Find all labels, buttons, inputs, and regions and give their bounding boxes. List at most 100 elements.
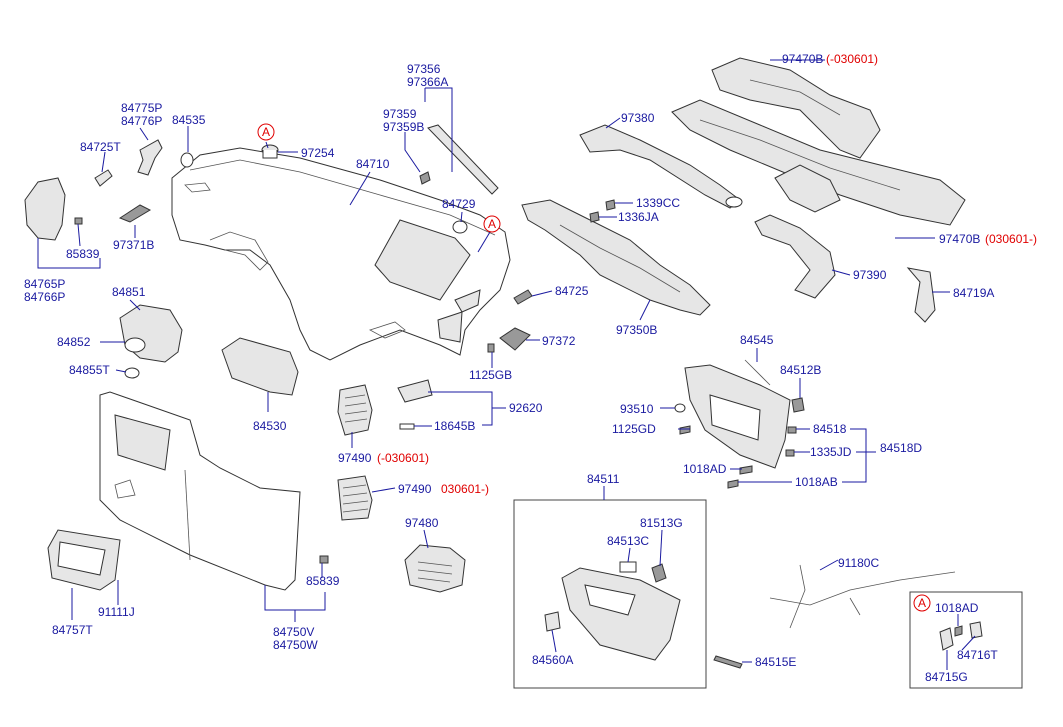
bumper-93510-drawing [674, 403, 686, 413]
cap-84535-drawing [180, 152, 194, 168]
vent-97480-drawing [404, 544, 466, 593]
label-84511: 84511 [587, 472, 620, 486]
duct-97470b-a-drawing [711, 57, 881, 159]
bolt-1018ad-a-drawing [739, 465, 753, 475]
lamp-92620-drawing [397, 379, 433, 403]
label-1339cc: 1339CC [636, 196, 680, 210]
clip-1335jd-drawing [785, 449, 795, 457]
label-91111j: 91111J [98, 605, 135, 619]
clip-84716t-drawing [969, 621, 983, 639]
label-97359b: 97359B [383, 120, 424, 134]
label-84725t: 84725T [80, 140, 121, 154]
label-92620: 92620 [509, 401, 543, 415]
label-84512b: 84512B [780, 363, 821, 377]
label-97366a: 97366A [407, 75, 448, 89]
hinge-84560a-drawing [544, 611, 561, 632]
clip-97359-drawing [419, 171, 431, 185]
tray-84757t-drawing [47, 529, 121, 591]
label-84513c: 84513C [607, 534, 649, 548]
vent-97490-a-drawing [337, 384, 373, 436]
label-97470b-b: 97470B [939, 232, 980, 246]
bracket-97350b-drawing [521, 199, 711, 316]
detail-a-frame [909, 591, 1023, 689]
label-84855t: 84855T [69, 363, 110, 377]
label-97490-b: 97490 [398, 482, 432, 496]
label-85839-a: 85839 [66, 247, 100, 261]
label-84776p: 84776P [121, 114, 162, 128]
clip-84518-drawing [787, 426, 797, 434]
label-97359: 97359 [383, 107, 417, 121]
vent-97490-b-drawing [337, 475, 373, 521]
label-1125gb: 1125GB [469, 368, 512, 382]
label-97356: 97356 [407, 62, 441, 76]
label-84725: 84725 [555, 284, 589, 298]
label-1125gd: 1125GD [612, 422, 656, 436]
label-97490-b-range: 030601-) [441, 482, 489, 496]
clip-84725-drawing [513, 289, 533, 305]
grille-97371b-drawing [118, 204, 152, 223]
label-84535: 84535 [172, 113, 206, 127]
label-84750v: 84750V [273, 625, 314, 639]
label-84545: 84545 [740, 333, 774, 347]
label-97470b-a: 97470B [782, 52, 823, 66]
label-91180c: 91180C [838, 556, 879, 570]
bulb-18645b-drawing [399, 423, 415, 430]
label-97390: 97390 [853, 268, 887, 282]
label-85839-b: 85839 [306, 574, 340, 588]
label-1018ad-b: 1018AD [935, 601, 979, 615]
screw-85839-a-drawing [74, 217, 83, 225]
label-84757t: 84757T [52, 623, 93, 637]
label-18645b: 18645B [434, 419, 475, 433]
label-1018ab: 1018AB [795, 475, 838, 489]
glovebox-assembly-frame [513, 499, 707, 689]
cap-84729-drawing [452, 220, 468, 234]
label-97490-a: 97490 [338, 451, 372, 465]
striker-81513g-drawing [651, 563, 667, 583]
duct-97380-end-drawing [725, 196, 743, 208]
marker-a-detail: A [913, 594, 931, 612]
label-84710: 84710 [356, 157, 390, 171]
column-cover-drawing [119, 304, 183, 363]
label-97372: 97372 [542, 334, 576, 348]
label-1336ja: 1336JA [618, 210, 659, 224]
screw-1125gd-drawing [679, 425, 691, 435]
label-84765p: 84765P [24, 277, 65, 291]
svg-text:A: A [262, 125, 270, 139]
clip-84725t-drawing [94, 169, 113, 187]
label-97254: 97254 [301, 146, 335, 160]
ring-84855t-drawing [124, 367, 140, 379]
strip-97356-drawing [427, 124, 499, 195]
bracket-84715g-drawing [939, 627, 954, 651]
label-97371b: 97371B [113, 238, 154, 252]
label-84719a: 84719A [953, 286, 994, 300]
label-97490-a-range: (-030601) [377, 451, 429, 465]
label-84560a: 84560A [532, 653, 573, 667]
bolt-1018ad-b-drawing [954, 625, 963, 637]
duct-97470b-b-drawing [671, 99, 966, 226]
label-93510: 93510 [620, 402, 654, 416]
label-97350b: 97350B [616, 323, 657, 337]
side-cover-84765p-drawing [24, 177, 66, 241]
bolt-1018ab-drawing [727, 479, 739, 489]
lower-panel-84750v-drawing [99, 391, 301, 591]
bracket-84775p-drawing [137, 139, 163, 176]
label-1335jd: 1335JD [810, 445, 852, 459]
label-84766p: 84766P [24, 290, 65, 304]
leader-lines [37, 59, 976, 670]
label-97470b-b-range: (030601-) [985, 232, 1037, 246]
svg-text:A: A [488, 217, 496, 231]
label-84515e: 84515E [755, 655, 796, 669]
label-84518: 84518 [813, 422, 847, 436]
label-84750w: 84750W [273, 638, 318, 652]
label-84513c-drawing [619, 561, 637, 573]
label-97470b-a-range: (-030601) [826, 52, 878, 66]
part-labels: 97356 97366A 97359 97359B 97470B (-03060… [24, 52, 1037, 684]
glovebox-84511-drawing [561, 567, 681, 661]
latch-84512b-drawing [791, 397, 805, 413]
label-1018ad-a: 1018AD [683, 462, 727, 476]
bracket-84719a-drawing [906, 267, 936, 323]
label-97380: 97380 [621, 111, 655, 125]
screw-1125gb-drawing [487, 343, 495, 353]
label-84518d: 84518D [880, 441, 922, 455]
